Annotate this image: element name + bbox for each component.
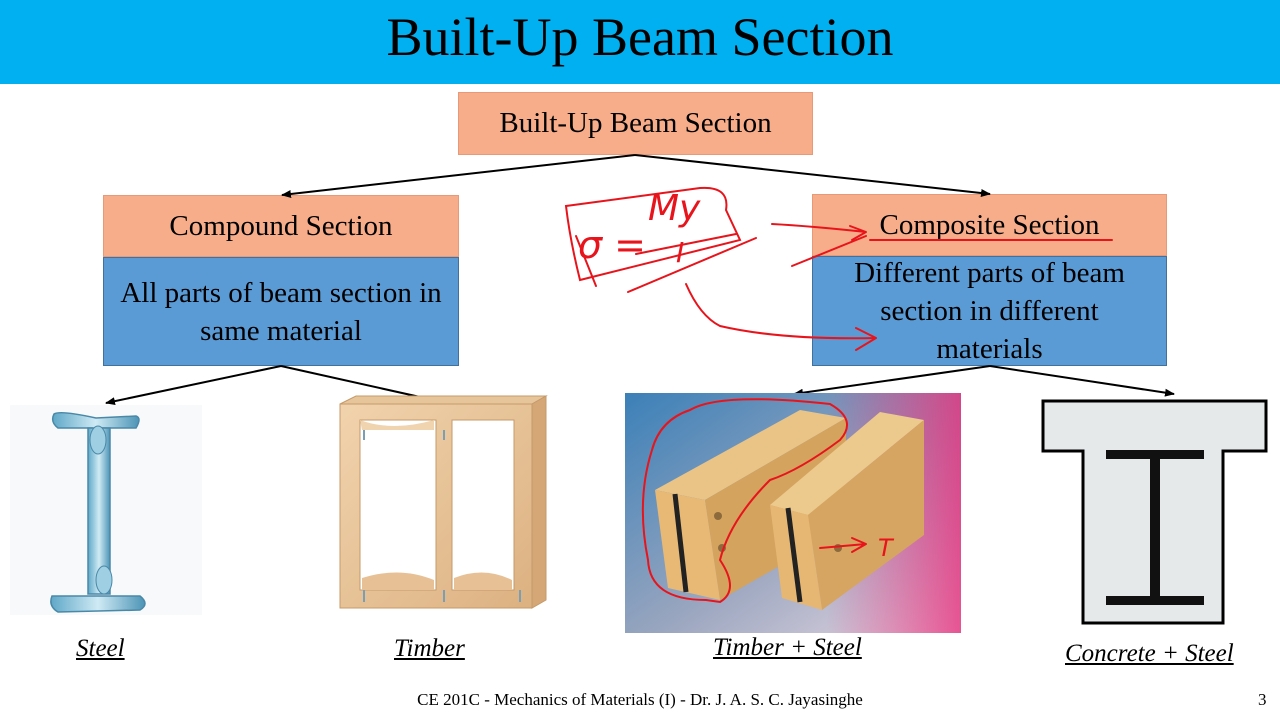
slide-footer: CE 201C - Mechanics of Materials (I) - D…: [417, 690, 863, 709]
caption-concrete-steel: Concrete + Steel: [1065, 640, 1234, 667]
concrete-steel-section-image: [1041, 399, 1268, 625]
caption-steel: Steel: [76, 635, 125, 662]
compound-section-description: All parts of beam section in same materi…: [103, 257, 459, 366]
handwritten-annotations: [564, 186, 1113, 604]
caption-timber: Timber: [394, 635, 465, 662]
compound-section-heading: Compound Section: [103, 195, 459, 257]
t-mark-text: T: [878, 534, 895, 562]
steel-ibeam-image: [10, 405, 202, 615]
slide-title: Built-Up Beam Section: [386, 7, 894, 67]
caption-timber-steel: Timber + Steel: [713, 634, 862, 661]
formula-denominator-text: I: [676, 236, 684, 269]
timber-steel-photo: [625, 393, 961, 633]
title-bar: [0, 0, 1280, 84]
formula-left-text: σ =: [578, 223, 646, 267]
root-box: Built-Up Beam Section: [458, 92, 813, 155]
page-number: 3: [1258, 690, 1267, 709]
timber-box-beam-image: [339, 395, 548, 609]
composite-section-heading: Composite Section: [812, 194, 1167, 256]
composite-section-description: Different parts of beam section in diffe…: [812, 256, 1167, 366]
connector-arrows: [105, 154, 1175, 406]
formula-annotation: σ = My I T: [578, 188, 895, 562]
formula-numerator-text: My: [648, 188, 701, 229]
